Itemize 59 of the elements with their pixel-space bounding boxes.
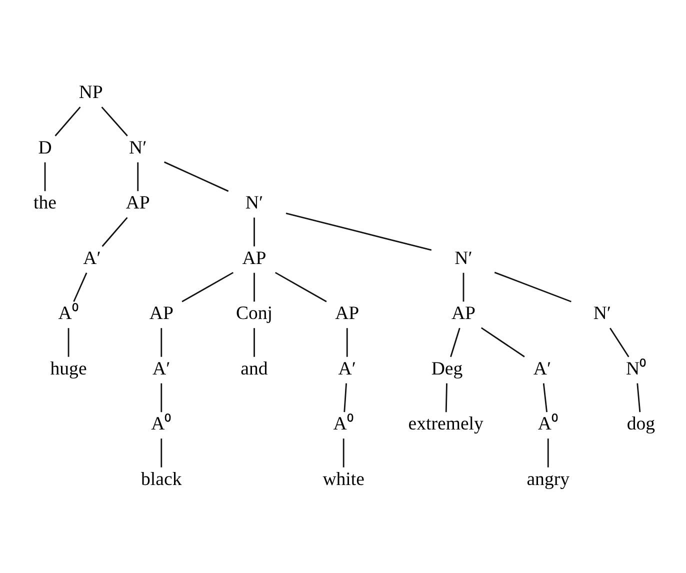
connector bbox=[610, 327, 630, 357]
connector bbox=[54, 106, 81, 136]
connector bbox=[547, 438, 549, 467]
connector bbox=[342, 438, 344, 467]
connector bbox=[254, 272, 255, 302]
node-text: white bbox=[322, 468, 364, 490]
node-text: angry bbox=[526, 468, 570, 490]
node-text: huge bbox=[50, 358, 87, 379]
connector bbox=[254, 217, 255, 246]
connector bbox=[73, 272, 88, 302]
connector bbox=[44, 162, 46, 191]
connector bbox=[160, 438, 162, 467]
node-text: A′ bbox=[533, 358, 552, 379]
node-text: the bbox=[34, 192, 56, 214]
node-text: A⁰ bbox=[58, 302, 79, 324]
connector bbox=[344, 382, 347, 412]
node-text: Deg bbox=[431, 358, 463, 379]
node-text: A′ bbox=[152, 358, 170, 379]
node-text: AP bbox=[335, 302, 360, 324]
connector bbox=[542, 382, 548, 412]
node-text: A′ bbox=[338, 358, 356, 379]
node-text: A⁰ bbox=[333, 413, 354, 434]
connector bbox=[160, 382, 162, 412]
node-text: and bbox=[240, 358, 268, 379]
node-text: N′ bbox=[245, 192, 264, 214]
node-text: D bbox=[38, 136, 52, 158]
node-text: Conj bbox=[236, 302, 273, 324]
node-text: AP bbox=[149, 302, 174, 324]
connector bbox=[346, 328, 348, 356]
node-text: A⁰ bbox=[151, 413, 172, 434]
connector bbox=[274, 271, 327, 302]
node-text: A⁰ bbox=[538, 413, 558, 434]
node-text: N′ bbox=[454, 247, 472, 268]
node-text: N′ bbox=[129, 136, 147, 158]
connector bbox=[254, 328, 255, 356]
node-text: extremely bbox=[408, 413, 484, 434]
connector bbox=[480, 326, 525, 357]
connector bbox=[182, 271, 234, 302]
connector bbox=[164, 160, 229, 192]
connector bbox=[137, 162, 139, 191]
connector bbox=[445, 382, 448, 412]
connector bbox=[102, 216, 128, 246]
connector bbox=[68, 328, 70, 356]
node-text: black bbox=[141, 468, 182, 490]
connector bbox=[462, 272, 464, 302]
connector bbox=[450, 327, 460, 357]
connector bbox=[636, 382, 641, 412]
node-text: AP bbox=[126, 192, 150, 214]
node-text: NP bbox=[78, 82, 103, 103]
node-text: A′ bbox=[83, 247, 101, 268]
connector bbox=[160, 328, 162, 356]
connector bbox=[101, 106, 128, 136]
node-text: dog bbox=[626, 413, 656, 434]
node-text: N⁰ bbox=[626, 358, 647, 379]
node-text: N′ bbox=[593, 302, 612, 324]
connector bbox=[286, 212, 432, 250]
node-text: AP bbox=[242, 247, 266, 268]
connector bbox=[494, 271, 572, 302]
node-text: AP bbox=[451, 302, 476, 324]
